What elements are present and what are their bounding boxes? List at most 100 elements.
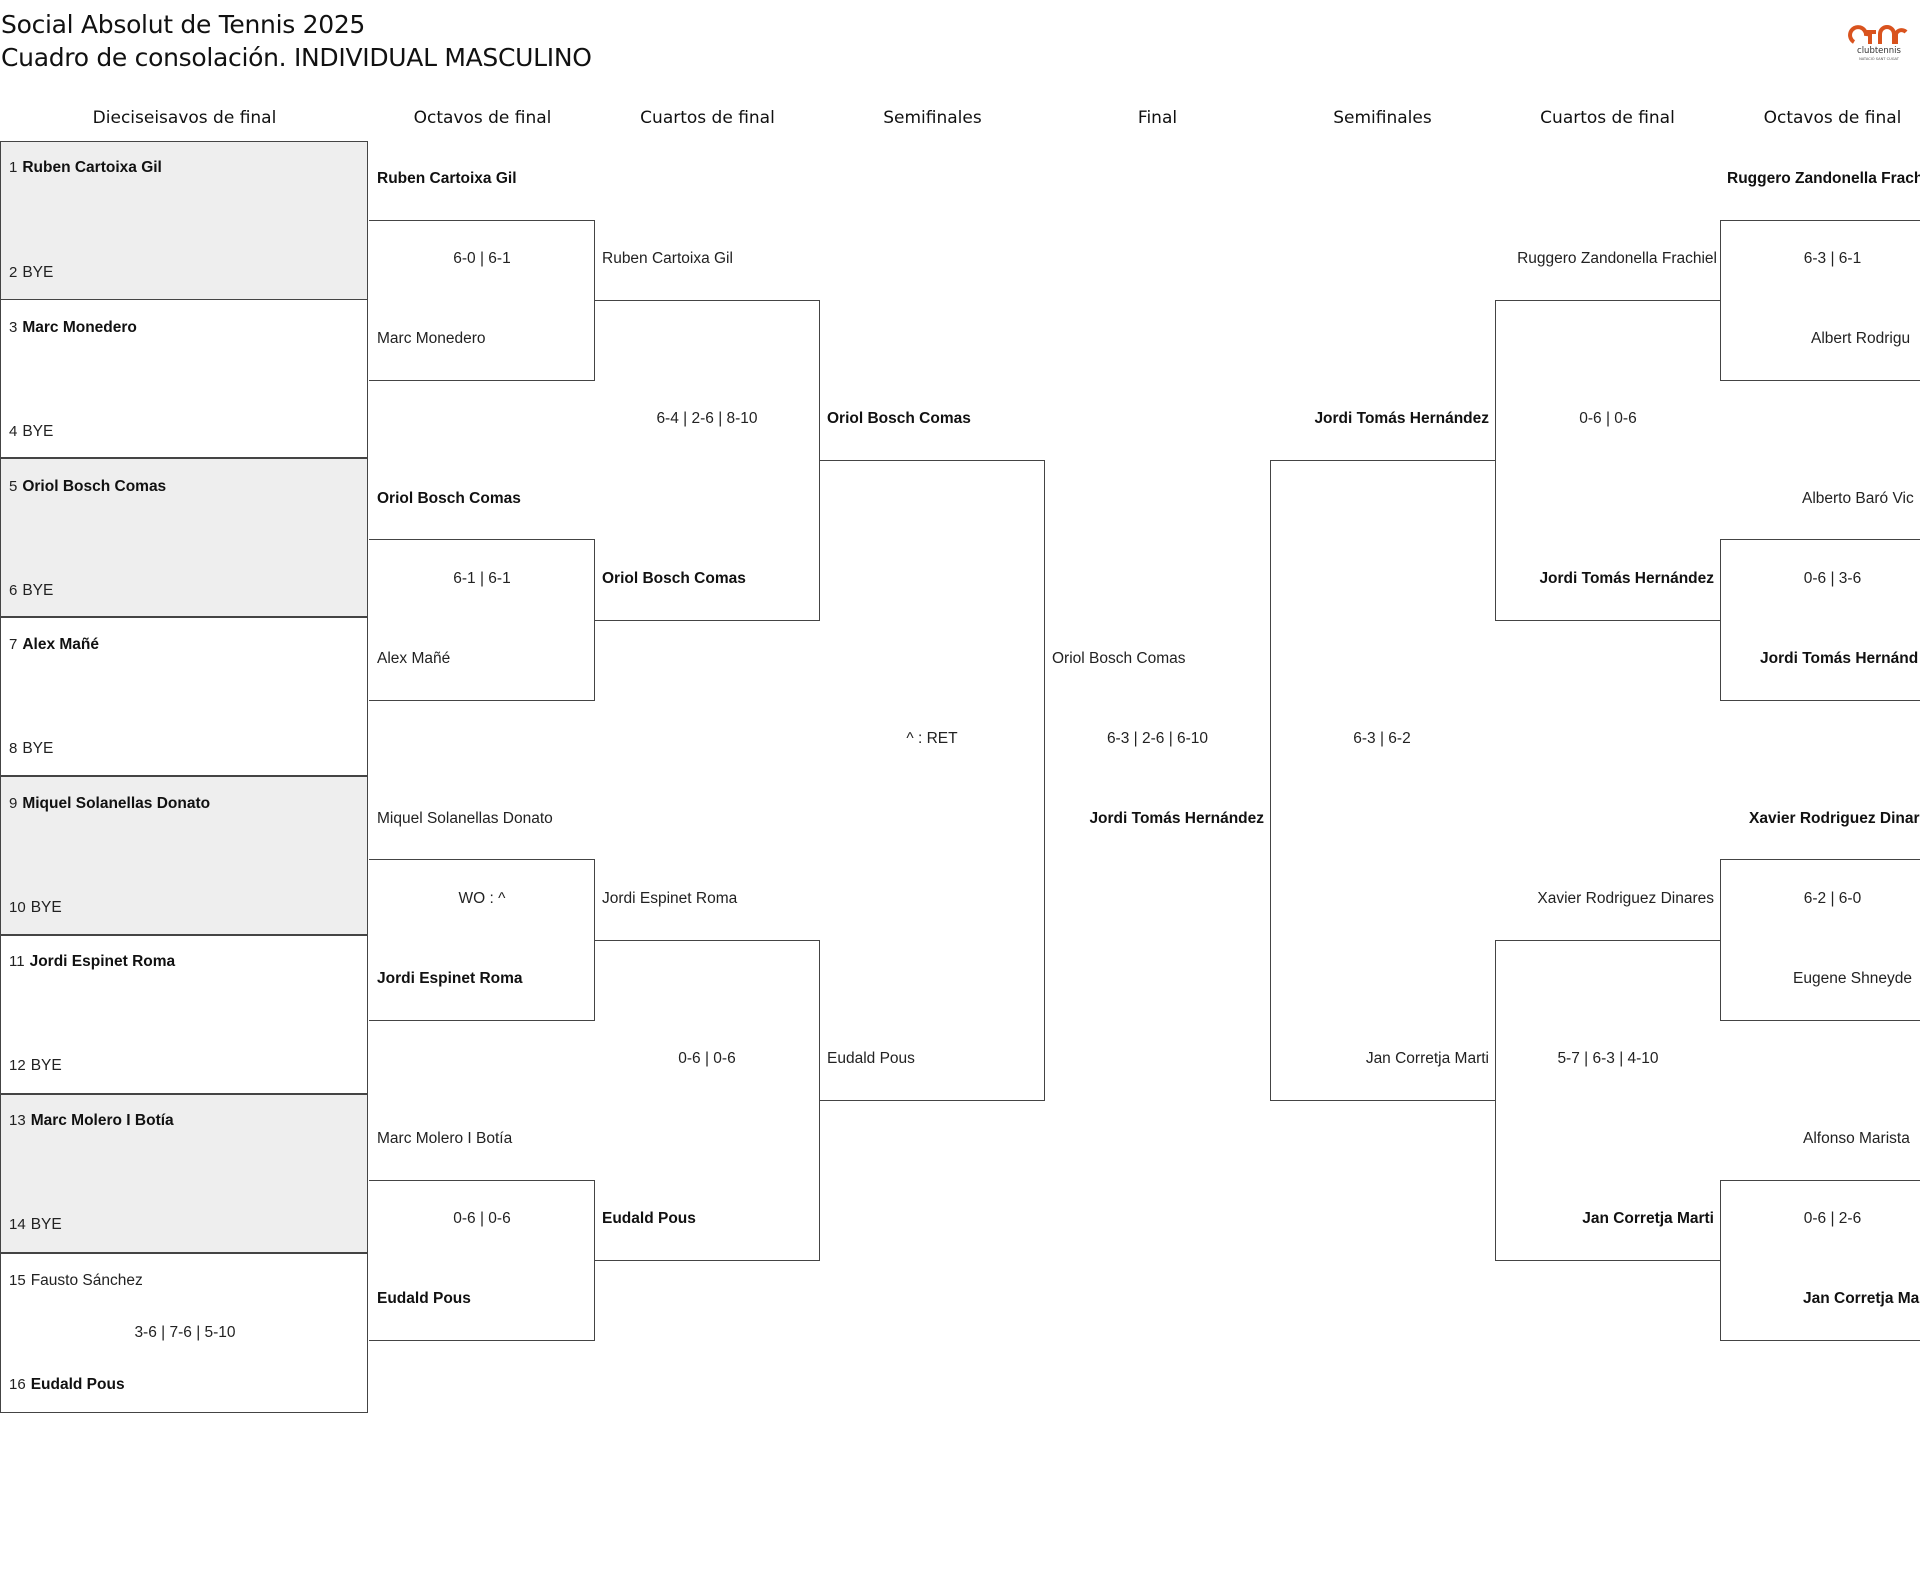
bracket-line bbox=[1720, 1180, 1721, 1341]
col-header-sf-left: Semifinales bbox=[883, 108, 982, 128]
seed-number: 14 bbox=[9, 1216, 26, 1233]
player-name: Eudald Pous bbox=[30, 1376, 125, 1393]
page-subtitle: Cuadro de consolación. INDIVIDUAL MASCUL… bbox=[1, 43, 592, 72]
ctnsc-logo-icon: clubtennis NATACIÓ SANT CUGAT bbox=[1848, 25, 1908, 61]
player-name: Ruben Cartoixa Gil bbox=[22, 159, 162, 176]
r16-player: Jan Corretja Ma bbox=[1803, 1290, 1920, 1307]
match-score: 0-6 | 0-6 bbox=[1579, 410, 1637, 427]
sf-player: Oriol Bosch Comas bbox=[827, 410, 971, 427]
title-block: Social Absolut de Tennis 2025 Cuadro de … bbox=[1, 8, 592, 74]
bracket-line bbox=[1720, 1180, 1920, 1181]
bracket-line bbox=[1720, 1020, 1920, 1021]
match-score: 6-0 | 6-1 bbox=[453, 250, 511, 267]
player-name: BYE bbox=[22, 740, 54, 757]
match-score: 0-6 | 3-6 bbox=[1803, 570, 1862, 587]
player-name: Alex Mañé bbox=[22, 636, 100, 653]
bracket-line bbox=[594, 1260, 820, 1261]
bracket-line bbox=[369, 859, 595, 860]
seed-number: 1 bbox=[9, 159, 18, 176]
player-name: Fausto Sánchez bbox=[30, 1272, 143, 1289]
bracket-line bbox=[1270, 460, 1496, 461]
col-header-final: Final bbox=[1137, 108, 1178, 128]
bracket-line bbox=[1270, 1100, 1496, 1101]
match-score: 6-2 | 6-0 bbox=[1803, 890, 1862, 907]
sf-player: Jan Corretja Marti bbox=[1365, 1050, 1489, 1067]
col-header-qf-left: Cuartos de final bbox=[640, 108, 775, 128]
r16-player: Miquel Solanellas Donato bbox=[377, 810, 553, 827]
match-score: 0-6 | 0-6 bbox=[678, 1050, 736, 1067]
qf-player: Eudald Pous bbox=[602, 1210, 696, 1227]
match-score: 5-7 | 6-3 | 4-10 bbox=[1557, 1050, 1659, 1067]
r16-player: Ruggero Zandonella Frachi bbox=[1727, 170, 1920, 187]
player-name: BYE bbox=[30, 1057, 62, 1074]
player-name: BYE bbox=[30, 1216, 62, 1233]
bracket-line bbox=[1495, 940, 1496, 1261]
bracket-line bbox=[1720, 220, 1721, 381]
seed-number: 3 bbox=[9, 319, 18, 336]
bracket-line bbox=[1720, 859, 1721, 1021]
bracket-line bbox=[594, 620, 820, 621]
seed-number: 11 bbox=[9, 953, 25, 970]
r16-player: Albert Rodrigu bbox=[1811, 330, 1911, 347]
seed-number: 4 bbox=[9, 423, 18, 440]
bracket-line bbox=[369, 539, 595, 540]
match-score: 0-6 | 2-6 bbox=[1803, 1210, 1862, 1227]
qf-player: Ruggero Zandonella Frachiel bbox=[1517, 250, 1717, 267]
r16-player: Eugene Shneyde bbox=[1793, 970, 1912, 987]
r16-player: Oriol Bosch Comas bbox=[377, 490, 521, 507]
match-score: ^ : RET bbox=[906, 730, 958, 747]
r16-player: Alex Mañé bbox=[377, 650, 451, 667]
bracket-line bbox=[369, 1020, 595, 1021]
final-player-right: Jordi Tomás Hernández bbox=[1089, 810, 1264, 827]
bracket-line bbox=[1720, 859, 1920, 860]
col-header-r16-right: Octavos de final bbox=[1763, 108, 1902, 128]
match-score: 6-4 | 2-6 | 8-10 bbox=[656, 410, 758, 427]
bracket-line bbox=[369, 700, 595, 701]
logo-text: clubtennis bbox=[1857, 46, 1902, 56]
match-score: 6-3 | 6-2 bbox=[1353, 730, 1411, 747]
seed-number: 12 bbox=[9, 1057, 26, 1074]
player-name: BYE bbox=[22, 264, 54, 281]
page-title: Social Absolut de Tennis 2025 bbox=[1, 10, 366, 39]
bracket-line bbox=[369, 1340, 595, 1341]
r16-player: Jordi Espinet Roma bbox=[377, 970, 523, 987]
col-header-r16-left: Octavos de final bbox=[413, 108, 552, 128]
r16-player: Marc Molero I Botía bbox=[377, 1130, 513, 1147]
bracket-line bbox=[1495, 620, 1721, 621]
seed-number: 8 bbox=[9, 740, 18, 757]
player-name: Miquel Solanellas Donato bbox=[22, 795, 211, 812]
sf-player: Jordi Tomás Hernández bbox=[1314, 410, 1489, 427]
player-name: Jordi Espinet Roma bbox=[29, 953, 176, 970]
bracket-line bbox=[369, 380, 595, 381]
seed-number: 5 bbox=[9, 478, 18, 495]
club-logo: clubtennis NATACIÓ SANT CUGAT bbox=[1848, 20, 1910, 64]
bracket-line bbox=[369, 220, 595, 221]
bracket-line bbox=[1720, 220, 1920, 221]
player-name: BYE bbox=[22, 423, 54, 440]
col-header-r32: Dieciseisavos de final bbox=[92, 108, 277, 128]
match-score: 3-6 | 7-6 | 5-10 bbox=[134, 1324, 236, 1341]
qf-player: Ruben Cartoixa Gil bbox=[602, 250, 733, 267]
bracket-line bbox=[1720, 539, 1721, 701]
player-name: Marc Molero I Botía bbox=[30, 1112, 174, 1129]
seed-number: 2 bbox=[9, 264, 18, 281]
bracket-line bbox=[594, 300, 820, 301]
bracket-line bbox=[1720, 700, 1920, 701]
seed-number: 9 bbox=[9, 795, 18, 812]
player-name: Marc Monedero bbox=[22, 319, 137, 336]
bracket-line bbox=[369, 1180, 595, 1181]
match-score: WO : ^ bbox=[458, 890, 506, 907]
seed-number: 6 bbox=[9, 582, 18, 599]
bracket-line bbox=[819, 1100, 1045, 1101]
bracket-line bbox=[1270, 460, 1271, 1101]
bracket-line bbox=[1720, 1340, 1920, 1341]
bracket-line bbox=[1495, 300, 1721, 301]
